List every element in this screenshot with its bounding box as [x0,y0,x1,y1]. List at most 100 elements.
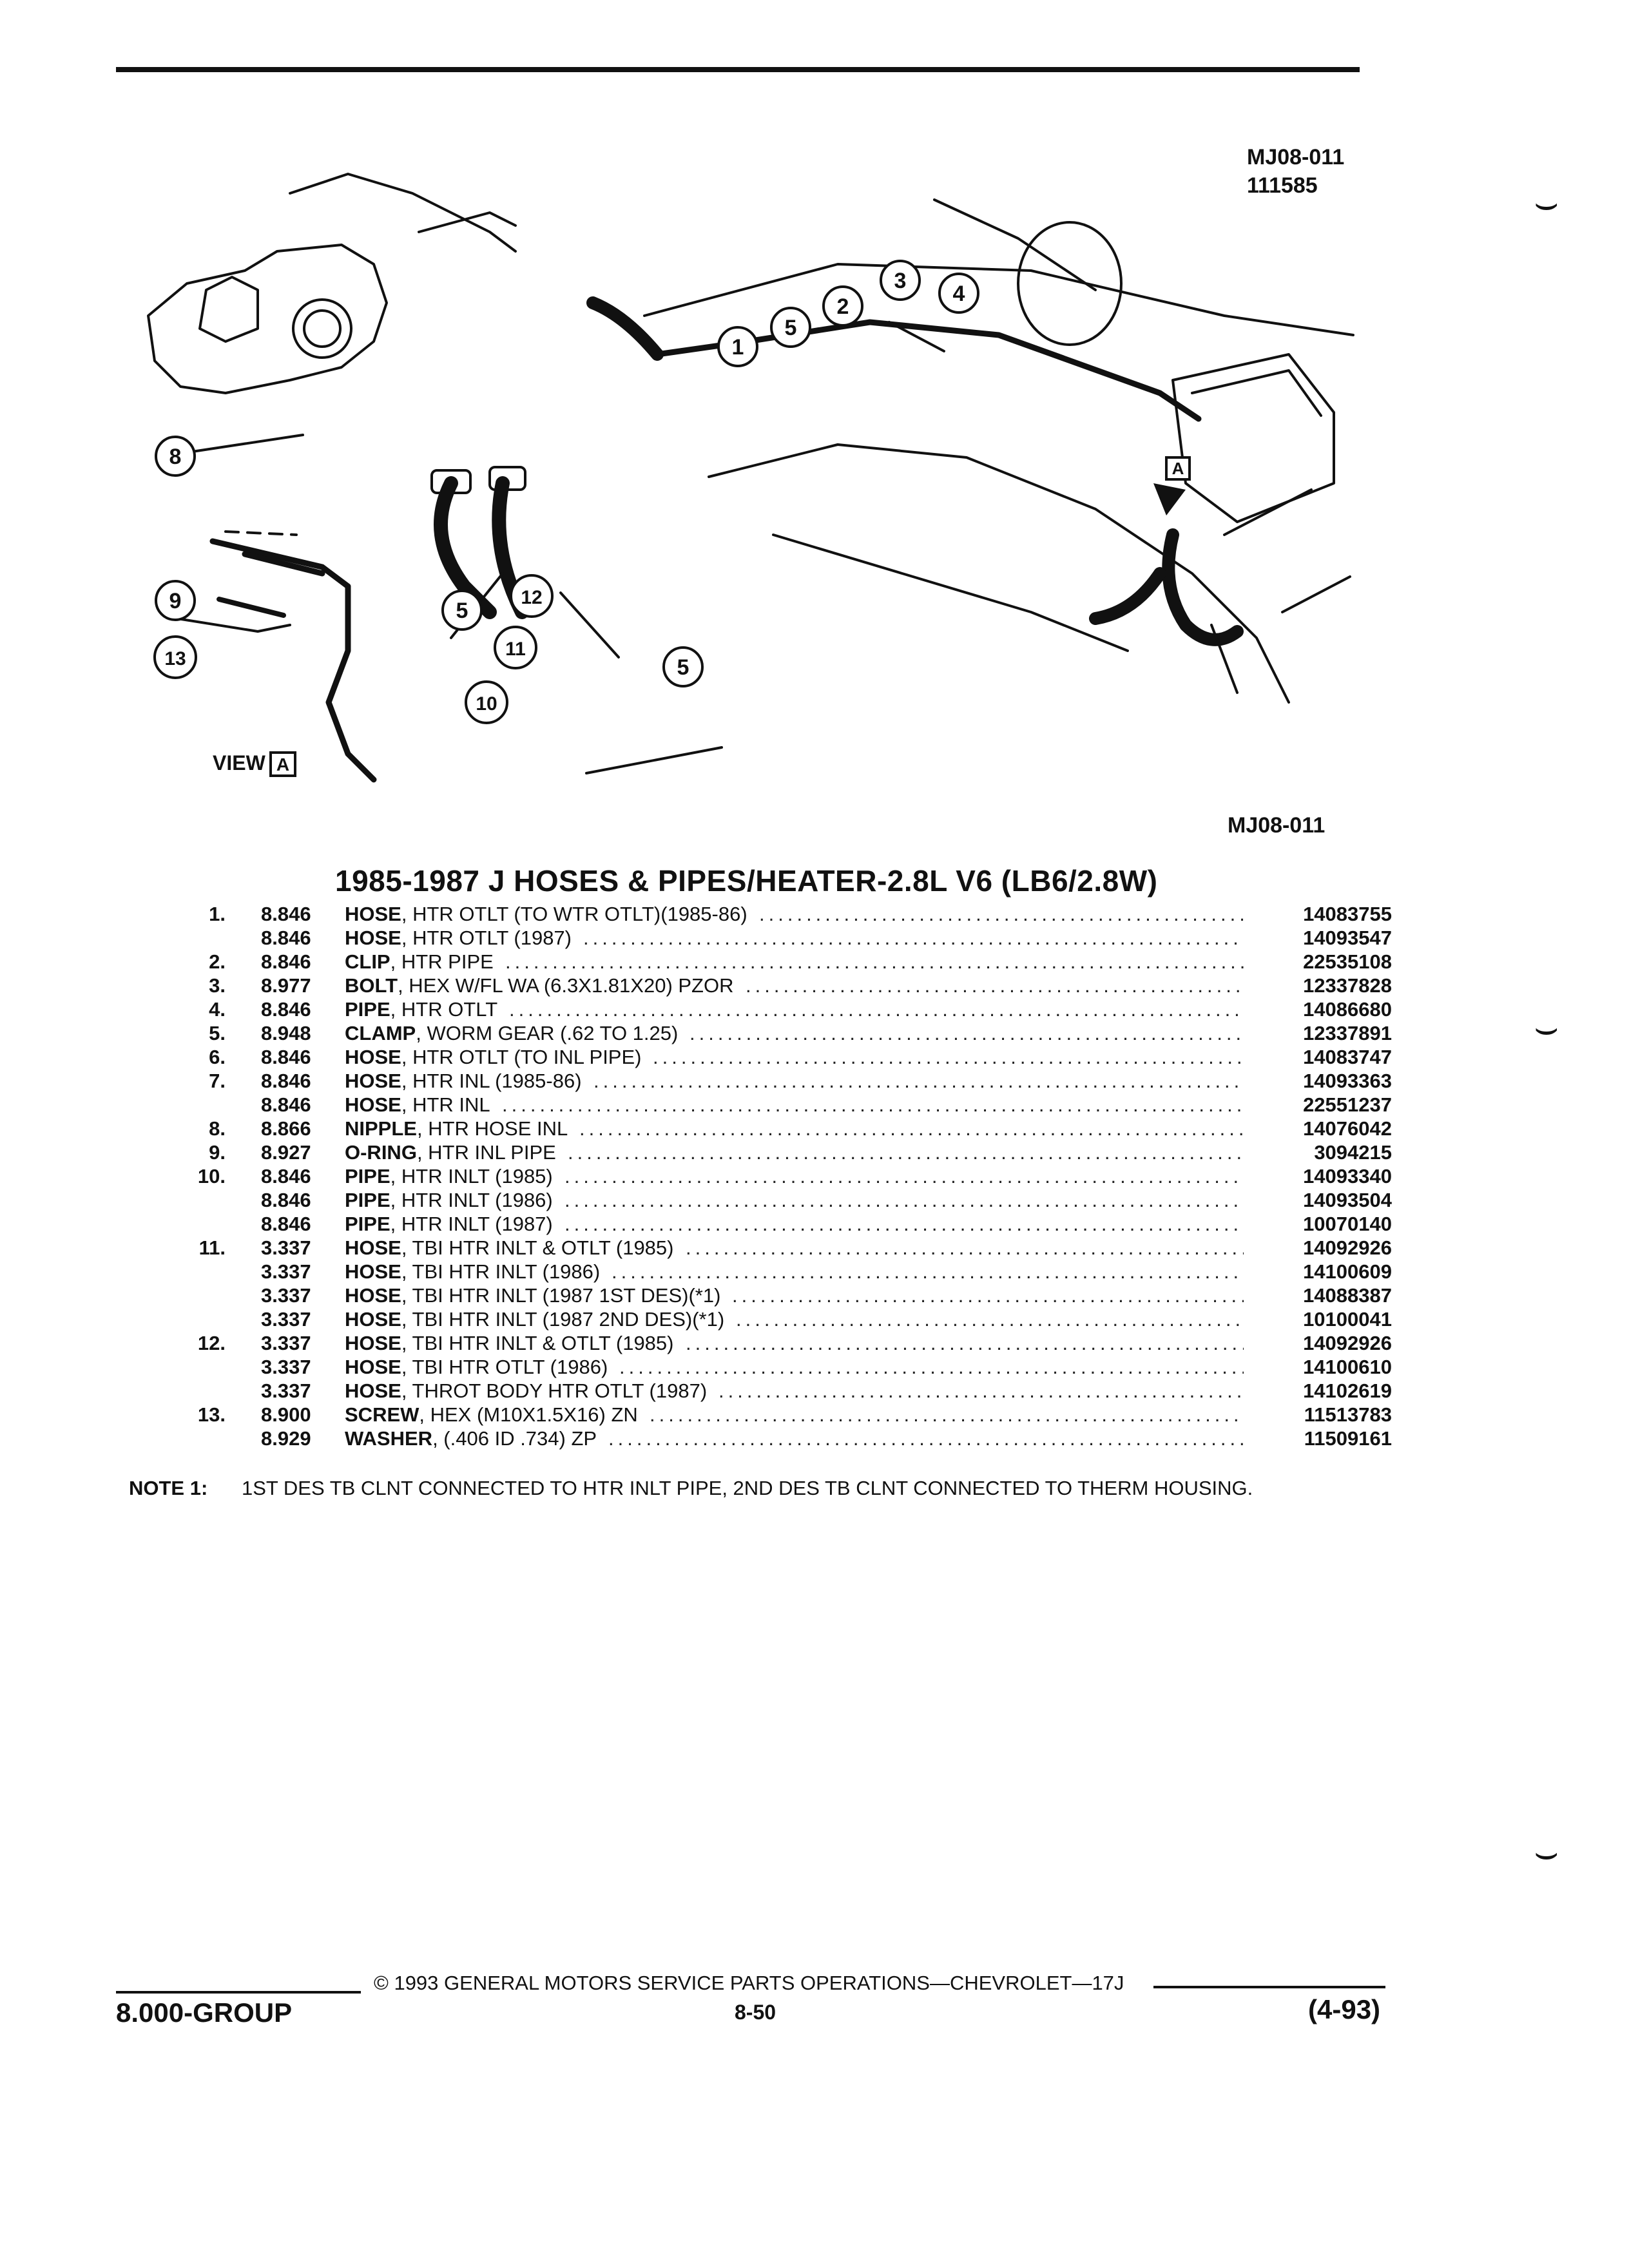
callout-5: 5 [770,307,811,348]
leader-11 [585,746,723,774]
leader-8 [174,434,304,456]
view-a-arrow: A [1153,456,1191,515]
part-name: PIPE [345,1213,390,1235]
note-label: NOTE 1: [129,1477,208,1499]
part-number: 12337891 [1303,1022,1392,1044]
svg-text:A: A [1172,459,1184,478]
part-number: 14083755 [1303,903,1392,925]
part-detail: , WORM GEAR (.62 TO 1.25) [416,1022,679,1044]
svg-text:5: 5 [785,316,797,340]
part-name: PIPE [345,1189,390,1211]
part-number: 3094215 [1314,1141,1392,1164]
part-group-number: 3.337 [261,1379,311,1402]
footer-group: 8.000-GROUP [116,1997,293,2028]
footer-page-number: 8-50 [735,2001,776,2024]
part-name: O-RING [345,1141,417,1164]
part-description: HOSE, HTR INL [345,1093,490,1117]
part-number: 14092926 [1303,1236,1392,1259]
part-description: PIPE, HTR INLT (1986) [345,1188,553,1212]
footer-rule-right [1153,1986,1385,1988]
part-description: HOSE, TBI HTR INLT & OTLT (1985) [345,1331,674,1355]
dot-leader: ........................................… [564,1165,1244,1187]
part-ref-number: 11. [198,1236,226,1259]
part-ref-number: 6. [209,1046,226,1068]
part-group-number: 8.846 [261,927,311,949]
part-number: 22551237 [1303,1093,1392,1116]
part-description: HOSE, TBI HTR INLT & OTLT (1985) [345,1236,674,1260]
callout-13: 13 [153,635,197,679]
part-group-number: 8.846 [261,1189,311,1211]
part-detail: , (.406 ID .734) ZP [432,1427,597,1450]
top-rule [116,67,1360,72]
dot-leader: ........................................… [746,974,1244,997]
svg-text:1: 1 [732,335,744,360]
part-detail: , THROT BODY HTR OTLT (1987) [401,1379,708,1402]
part-detail: , HTR HOSE INL [416,1117,568,1140]
part-description: HOSE, TBI HTR INLT (1987 1ST DES)(*1) [345,1283,720,1307]
part-detail: , HTR INLT (1986) [390,1189,553,1211]
dot-leader: ........................................… [686,1236,1244,1259]
note-text: 1ST DES TB CLNT CONNECTED TO HTR INLT PI… [242,1477,1253,1499]
callout-1: 1 [717,326,758,367]
part-number: 14100609 [1303,1260,1392,1283]
part-number: 12337828 [1303,974,1392,997]
part-group-number: 8.846 [261,1093,311,1116]
part-number: 14076042 [1303,1117,1392,1140]
part-name: HOSE [345,903,401,925]
binding-mark: ⌣ [1534,1831,1559,1874]
dot-leader: ........................................… [686,1332,1244,1354]
part-group-number: 8.977 [261,974,311,997]
svg-text:5: 5 [677,655,689,680]
screw-13 [217,597,286,618]
part-group-number: 8.846 [261,1213,311,1235]
heater-inlet-pipe [209,538,377,783]
part-group-number: 8.900 [261,1403,311,1426]
part-group-number: 8.948 [261,1022,311,1044]
part-ref-number: 5. [209,1022,226,1044]
part-group-number: 3.337 [261,1332,311,1354]
svg-text:10: 10 [476,693,497,715]
tbi-hose-11 [434,476,497,619]
part-group-number: 8.929 [261,1427,311,1450]
dot-leader: ........................................… [505,950,1244,973]
part-description: HOSE, HTR OTLT (TO INL PIPE) [345,1045,641,1069]
part-ref-number: 3. [209,974,226,997]
part-detail: , TBI HTR INLT (1987 1ST DES)(*1) [401,1284,721,1307]
callout-5: 5 [441,590,483,631]
part-description: CLAMP, WORM GEAR (.62 TO 1.25) [345,1021,678,1045]
part-number: 14088387 [1303,1284,1392,1307]
wheel-well [1017,221,1123,346]
part-description: HOSE, TBI HTR INLT (1987 2ND DES)(*1) [345,1307,724,1331]
svg-text:11: 11 [505,639,526,660]
callout-8: 8 [155,436,196,477]
heater-core-box [1171,353,1335,523]
pipe-elbow [242,551,325,577]
part-number: 14086680 [1303,998,1392,1021]
part-ref-number: 13. [197,1403,226,1426]
leader-13 [176,617,291,633]
svg-text:4: 4 [953,282,965,306]
part-name: CLIP [345,950,390,973]
part-number: 10070140 [1303,1213,1392,1235]
part-number: 22535108 [1303,950,1392,973]
callout-10: 10 [465,680,508,724]
part-group-number: 8.846 [261,1070,311,1092]
part-number: 14102619 [1303,1379,1392,1402]
dot-leader: ........................................… [593,1070,1244,1092]
part-number: 14100610 [1303,1356,1392,1378]
callout-3: 3 [880,260,921,301]
part-description: O-RING, HTR INL PIPE [345,1140,556,1164]
part-detail: , HTR INLT (1985) [390,1165,553,1187]
svg-text:3: 3 [894,269,907,293]
grille [418,211,517,233]
